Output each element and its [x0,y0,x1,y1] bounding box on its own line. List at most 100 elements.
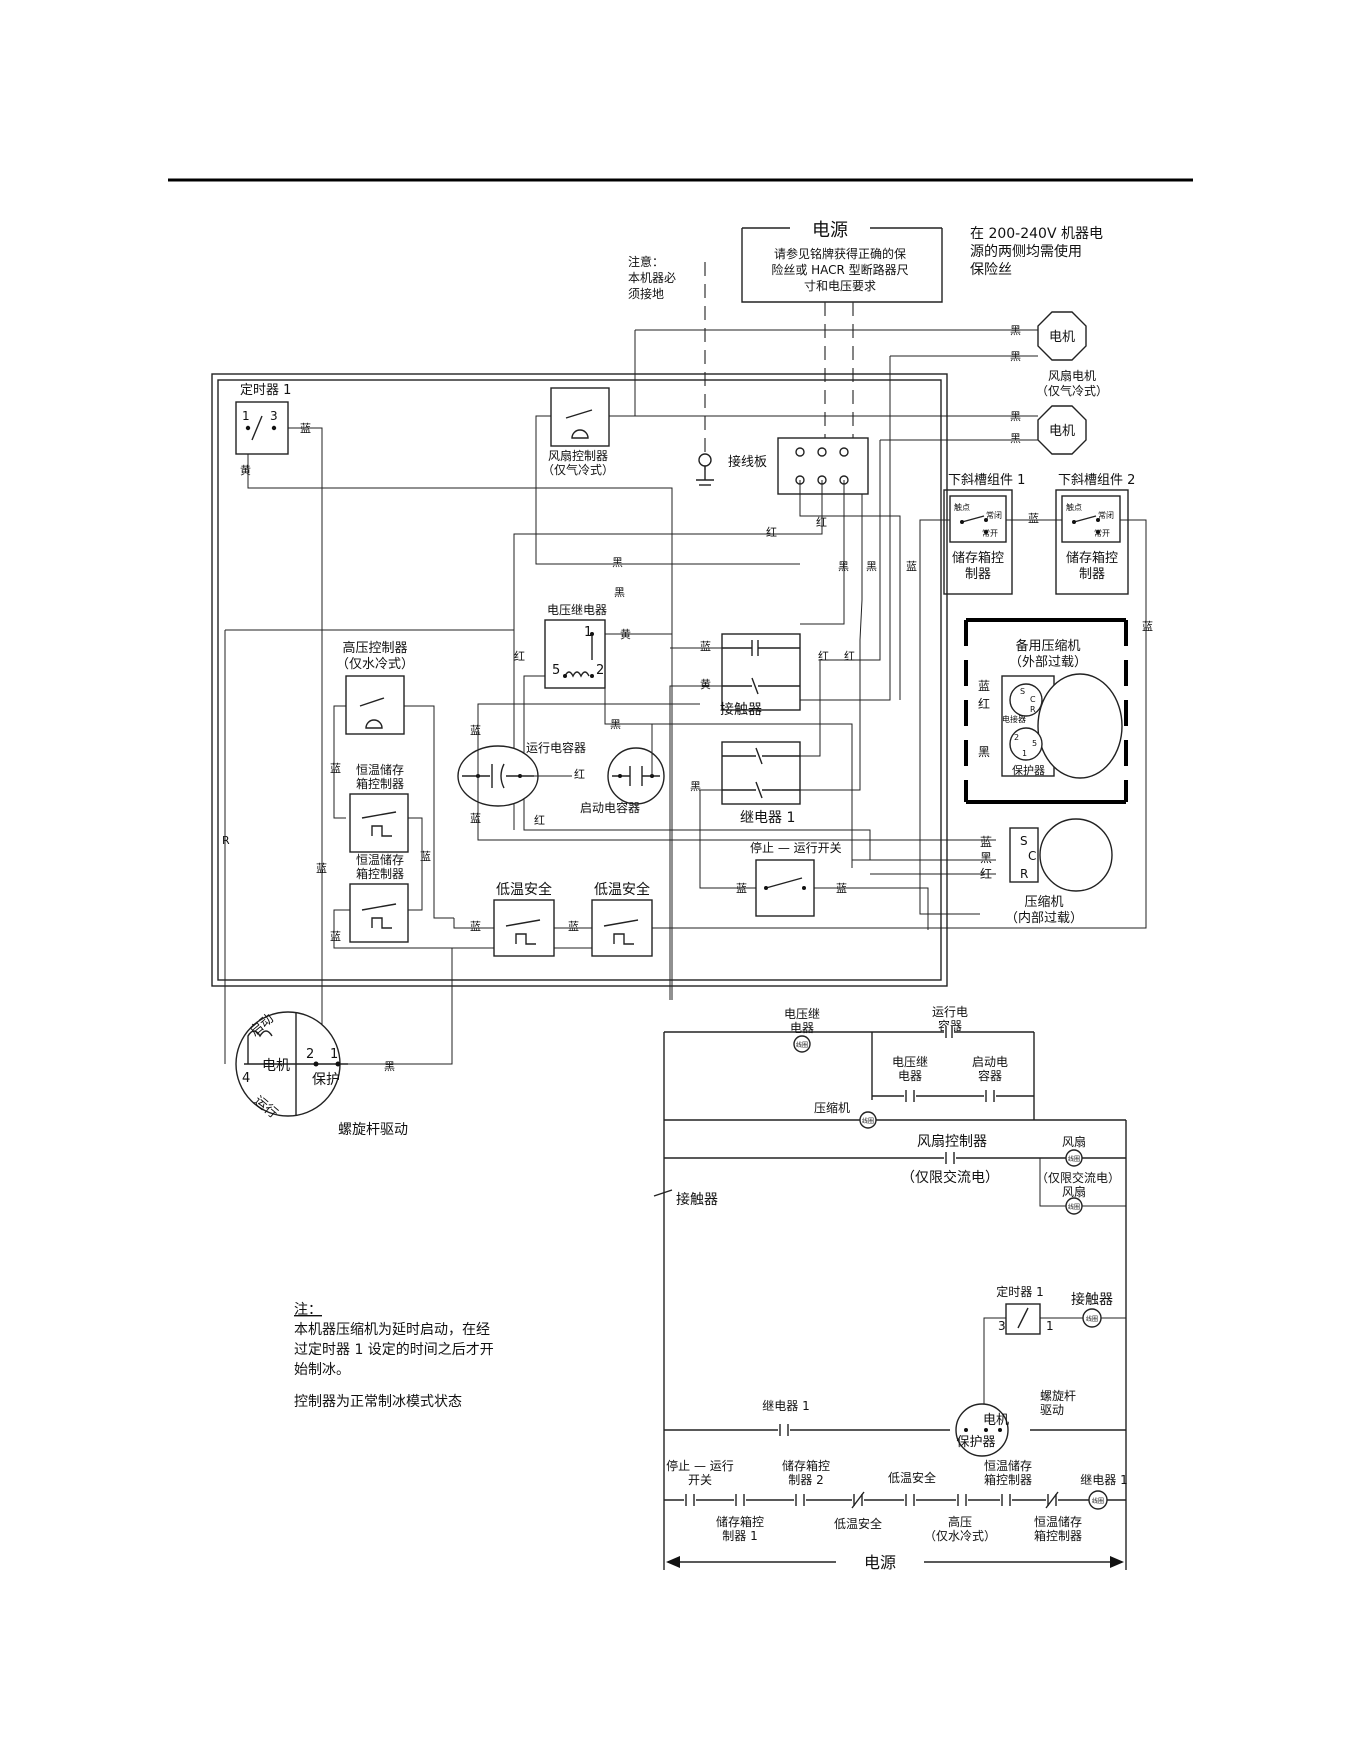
ladder-auger-2: 驱动 [1040,1403,1064,1417]
notes: 注： 本机器压缩机为延时启动，在经 过定时器 1 设定的时间之后才开 始制冰。 … [294,1302,494,1410]
voltage-note-1: 在 200-240V 机器电 [970,226,1103,242]
diagram-label: 黑 [978,745,990,759]
wire-label-red: 红 [514,650,525,663]
stop-run-switch: 停止 — 运行开关 [750,840,842,917]
ground-note-2: 本机器必 [628,271,676,285]
compressor-label-1: 压缩机 [1024,894,1063,910]
fan-motor-caption-1: 风扇电机 [1048,368,1096,383]
ladder-relay1-coil: 继电器 1 [1080,1473,1127,1487]
notes-line-2: 过定时器 1 设定的时间之后才开 [294,1342,494,1358]
diagram-label: 线圈 [1068,1155,1080,1163]
wire-label-black: 黑 [614,586,625,599]
wire-label-blue: 蓝 [1028,512,1039,525]
diagram-label: 1 [330,1047,338,1062]
wire-label-black: 黑 [690,780,701,793]
wire-label-blue: 蓝 [470,724,481,737]
stop-run-switch-label: 停止 — 运行开关 [750,840,842,855]
ladder-auger-1: 螺旋杆 [1040,1389,1076,1403]
ladder-stop-run-1: 停止 — 运行 [666,1458,734,1473]
ladder-fan-controller: 风扇控制器 [917,1134,987,1150]
wire-label-red: 红 [534,814,545,827]
diagram-label: 红 [844,650,855,663]
fan-controller: 风扇控制器 （仅气冷式） [542,387,614,477]
ladder-bin-ctrl2-1: 储存箱控 [782,1458,830,1473]
voltage-relay: 电压继电器 1 5 2 黄 [544,603,631,689]
diagram-label: 常闭 [986,511,1002,520]
diagram-label: 蓝 [978,679,990,693]
wire-label-black: 黑 [1010,432,1021,445]
diagram-label: C [1030,695,1036,704]
wire-label-black: 黑 [610,718,621,731]
diagram-label: 1 [584,625,592,640]
control-box-outer [211,373,948,987]
diagram-label: 2 [306,1047,314,1062]
ladder-high-pressure-1: 高压 [948,1514,972,1529]
ladder-high-pressure-2: （仅水冷式） [924,1529,996,1543]
chute-2-ctrl-2: 制器 [1079,567,1105,582]
diagram-label: 5 [1032,739,1037,748]
ladder-timer-1: 定时器 1 [996,1284,1043,1299]
diagram-label: 2 [1014,733,1019,742]
chute-1-ctrl-1: 储存箱控 [952,550,1004,566]
ladder-run-cap-1: 运行电 [932,1005,968,1019]
ground-note-3: 须接地 [628,286,664,301]
ladder-vr-contact-2: 电器 [898,1069,922,1083]
wire-label-blue: 蓝 [470,920,481,933]
thermostat-1-title-2: 箱控制器 [356,776,404,791]
diagram-label: 常开 [1094,529,1110,538]
thermostat-2-title-2: 箱控制器 [356,866,404,881]
ladder-thermo-top-2: 箱控制器 [984,1472,1032,1487]
ladder-fan-ac: （仅限交流电） [1036,1170,1120,1185]
chute-1-ctrl-2: 制器 [965,567,991,582]
diagram-label: 线圈 [862,1117,874,1125]
wire-label-blue: 蓝 [906,560,917,573]
diagram-label: C [1028,849,1036,863]
diagram-label: 红 [978,696,990,711]
notes-line-3: 始制冰。 [294,1362,350,1378]
ladder-start-cap-1: 启动电 [972,1055,1008,1069]
diagram-label: 线圈 [796,1041,808,1049]
diagram-label: 保护器 [956,1435,995,1450]
ladder-low-temp-top: 低温安全 [888,1470,936,1485]
diagram-label: 保护器 [1012,763,1045,777]
diagram-label: R [1030,705,1036,714]
wire-label-blue: 蓝 [420,850,431,863]
fuse-note-3: 寸和电压要求 [804,279,876,293]
auger-motor: 启动 运行 电机 保护 2 1 4 黑 螺旋杆驱动 [235,1011,408,1138]
fan-controller-label-1: 风扇控制器 [548,448,608,463]
voltage-note-3: 保险丝 [970,262,1012,278]
diagram-label: 常开 [982,529,998,538]
fan-motor-bottom: 电机 [1037,405,1087,455]
diagram-label: 电接器 [1002,714,1026,724]
ladder-vr-contact-1: 电压继 [892,1055,928,1069]
diagram-label: 2 [596,663,604,678]
diagram-label: 1 [1022,749,1027,758]
ladder-contactor-coil: 接触器 [1071,1291,1113,1308]
low-temp-safety-2: 低温安全 [591,881,653,957]
diagram-label: 触点 [1066,502,1082,512]
fan-motor-caption-2: （仅气冷式） [1036,383,1108,398]
diagram-label: 常闭 [1098,511,1114,520]
ladder-relay-1: 继电器 1 [762,1399,809,1413]
ground-note-1: 注意： [628,254,664,269]
backup-compressor-title-1: 备用压缩机 [1015,638,1080,654]
relay-1: 继电器 1 [721,741,801,826]
thermostat-2-title-1: 恒温储存 [356,852,404,867]
wire-label-blue: 蓝 [330,762,341,775]
backup-compressor: 备用压缩机 （外部过载） S C R 电接器 2 5 1 保护器 蓝 红 黑 [964,618,1128,804]
start-capacitor-label: 启动电容器 [580,800,640,815]
low-temp-safety-1-label: 低温安全 [496,881,552,898]
timer-1: 定时器 1 1 3 蓝 黄 [235,383,311,477]
ladder-power: 电源 [864,1553,896,1572]
compressor: S C R 蓝 黑 红 压缩机 （内部过载） [980,818,1113,926]
ladder-thermo-bottom-2: 箱控制器 [1034,1528,1082,1543]
low-temp-safety-2-label: 低温安全 [594,881,650,898]
ladder-low-temp-bottom: 低温安全 [834,1516,882,1531]
wire-label-red: 红 [766,526,777,539]
wire-label-blue: 蓝 [470,812,481,825]
diagram-label: 3 [270,409,278,423]
diagram-label: 黄 [700,677,711,691]
chute-2-title: 下斜槽组件 2 [1058,473,1135,488]
low-temp-safety-1: 低温安全 [493,881,555,957]
